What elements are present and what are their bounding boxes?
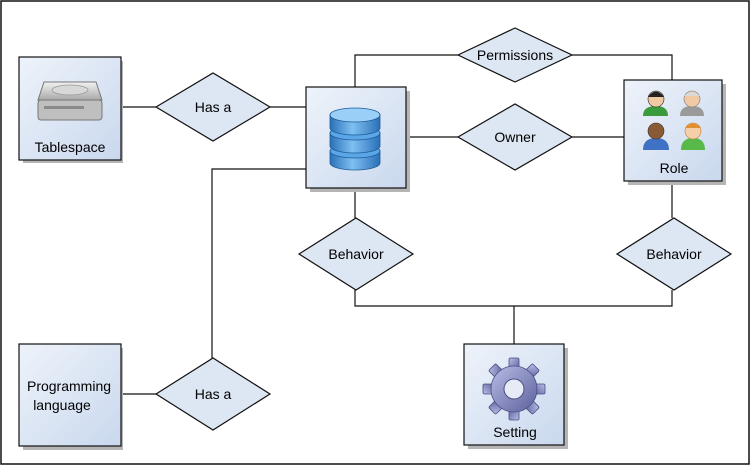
entity-label: Tablespace (35, 139, 106, 155)
edge-database-permissions (354, 54, 458, 87)
gear-icon (482, 357, 546, 421)
entity-role[interactable]: Role (623, 79, 726, 185)
entity-programming-language[interactable]: Programming language (18, 343, 123, 450)
relationship-behavior-right[interactable]: Behavior (615, 217, 733, 291)
relationship-label: Owner (494, 129, 536, 145)
relationship-label: Has a (195, 99, 232, 115)
entity-tablespace[interactable]: Tablespace (18, 56, 123, 163)
entity-label: Role (660, 160, 689, 176)
relationship-permissions[interactable]: Permissions (456, 27, 574, 83)
relationship-owner[interactable]: Owner (456, 103, 574, 171)
entity-database[interactable] (305, 86, 410, 192)
connections (121, 54, 673, 395)
entity-label: Setting (493, 424, 537, 440)
edge-permissions-role (572, 54, 673, 80)
entity-setting[interactable]: Setting (463, 343, 568, 449)
database-cylinder-icon (329, 107, 381, 171)
relationship-has-a-bottom[interactable]: Has a (154, 357, 272, 431)
entity-label-line2: language (33, 397, 91, 413)
edge-database-hasa-bottom (211, 168, 306, 358)
edge-behaviors-join (354, 290, 673, 307)
relationship-label: Permissions (477, 47, 553, 63)
people-group-icon (643, 90, 705, 150)
relationship-label: Behavior (646, 246, 702, 262)
relationship-label: Behavior (328, 246, 384, 262)
hard-drive-icon (37, 81, 103, 121)
entity-label-line1: Programming (27, 378, 111, 394)
relationship-label: Has a (195, 386, 232, 402)
relationship-has-a-top[interactable]: Has a (154, 72, 272, 142)
relationship-behavior-left[interactable]: Behavior (297, 217, 415, 291)
